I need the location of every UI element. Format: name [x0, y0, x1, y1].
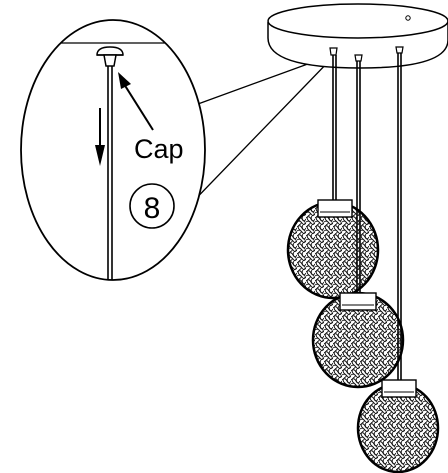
cap-pointer-arrow [118, 72, 154, 131]
step-number-badge: 8 [129, 183, 175, 229]
pendant-globe-top [286, 199, 380, 300]
callout-leader-lines [181, 56, 334, 214]
globe-bottom-holder [381, 379, 417, 398]
canopy-screw [405, 15, 411, 21]
detail-magnifier: Cap 8 [20, 19, 206, 281]
pendant-globe-bottom [356, 379, 440, 473]
cap-left [329, 47, 338, 56]
down-arrow-icon [95, 108, 105, 166]
cap-label: Cap [134, 134, 184, 164]
globe-middle-holder [339, 292, 377, 311]
ceiling-canopy [267, 3, 448, 69]
pendant-globe-middle [311, 291, 405, 389]
cap-right [395, 46, 404, 54]
globe-top-holder [317, 199, 353, 218]
step-number: 8 [144, 192, 161, 225]
cap-middle [354, 54, 363, 62]
detail-cap [96, 46, 124, 56]
